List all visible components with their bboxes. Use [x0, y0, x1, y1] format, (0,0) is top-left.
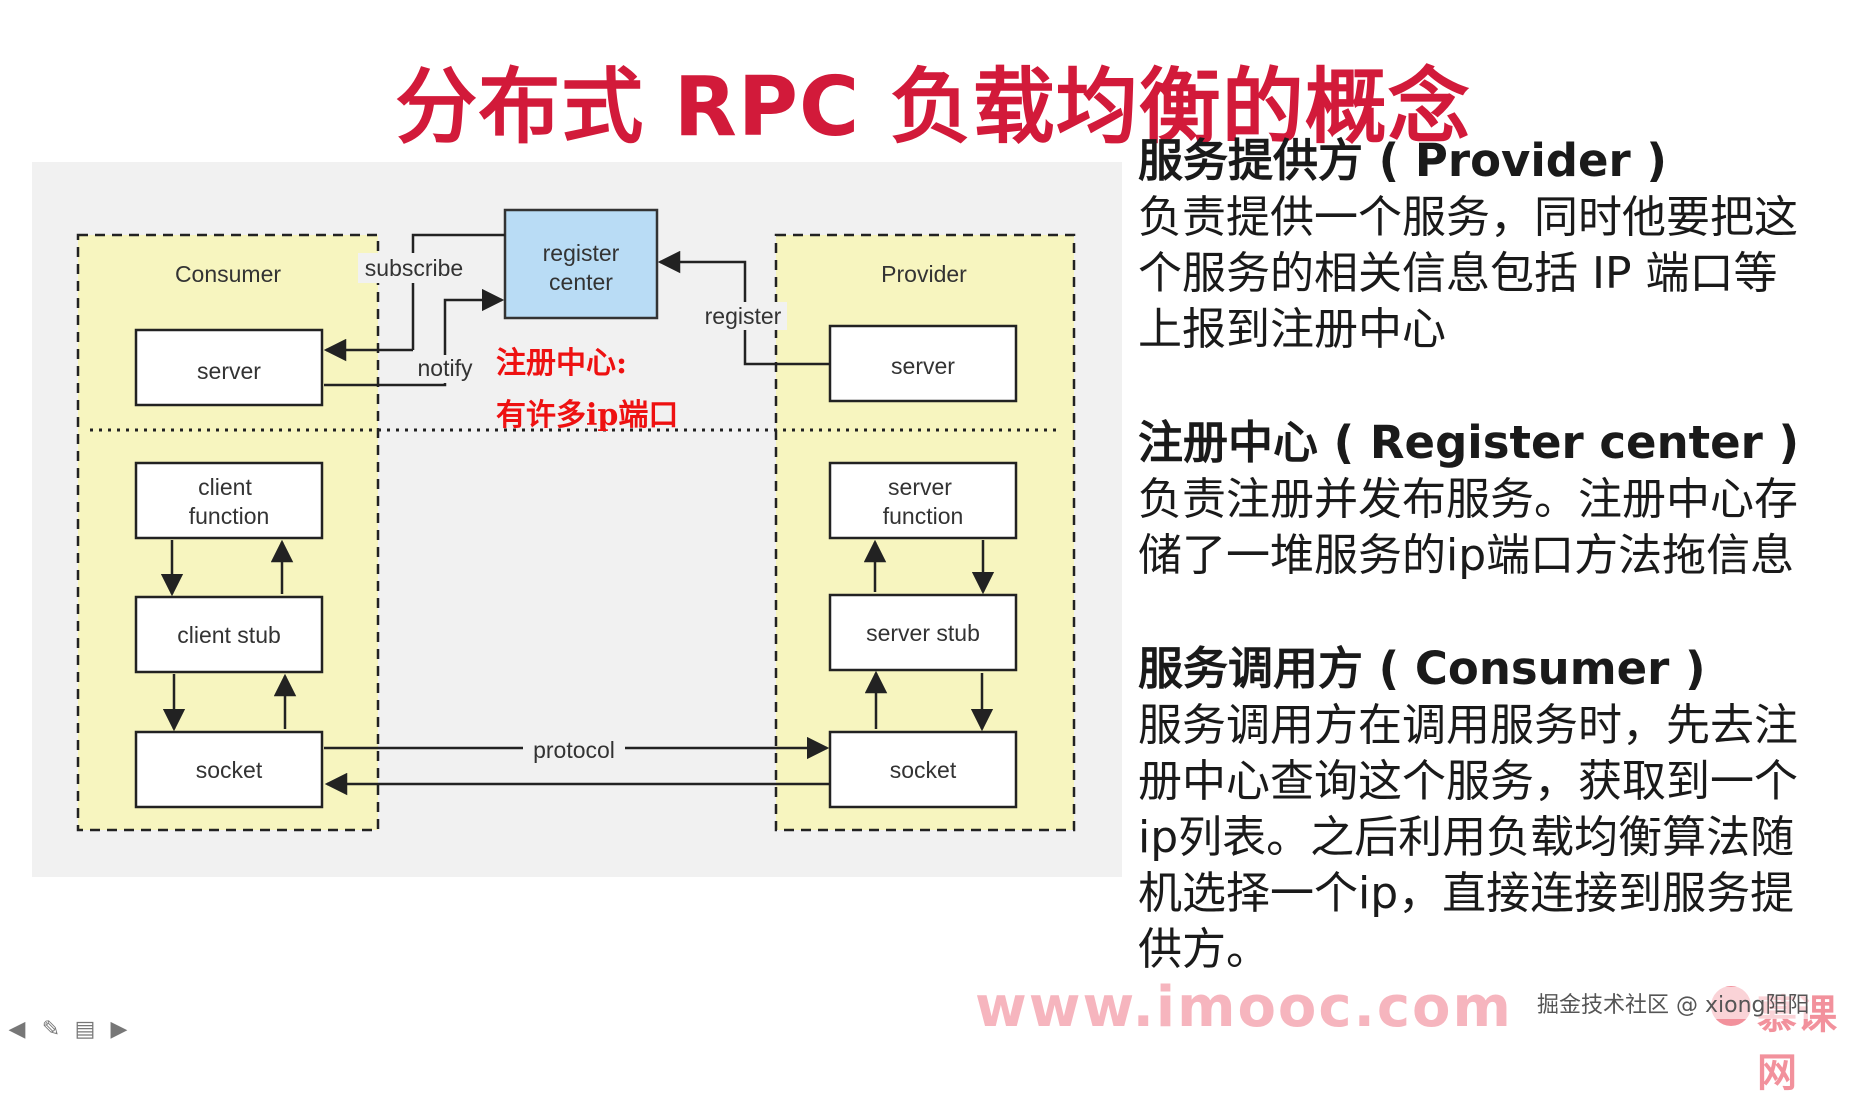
text-panel: 服务提供方 ( Provider ) 负责提供一个服务，同时他要把这个服务的相关… — [1138, 132, 1858, 1034]
register-center-box — [503, 208, 659, 320]
server-function-label-1: server — [888, 474, 952, 500]
provider-server-box — [828, 324, 1018, 403]
client-function-label-1: client — [198, 474, 252, 500]
pen-icon[interactable]: ✎ — [41, 1017, 61, 1042]
annotation-line-1: 注册中心: — [496, 346, 627, 381]
register-center-section: 注册中心 ( Register center ) 负责注册并发布服务。注册中心存… — [1138, 414, 1858, 584]
slide-toolbar: ◀ ✎ ▤ ▶ — [4, 1016, 132, 1044]
server-stub-label: server stub — [866, 620, 980, 646]
slide-title: 分布式 RPC 负载均衡的概念 — [395, 60, 1471, 155]
provider-body: 负责提供一个服务，同时他要把这个服务的相关信息包括 IP 端口等上报到注册中心 — [1138, 192, 1798, 355]
register-center-label-1: register — [543, 240, 620, 266]
provider-heading: 服务提供方 ( Provider ) — [1138, 134, 1667, 187]
consumer-server-box — [134, 328, 324, 407]
consumer-section: 服务调用方 ( Consumer ) 服务调用方在调用服务时，先去注册中心查询这… — [1138, 640, 1858, 978]
annotation-line-2: 有许多ip端口 — [496, 398, 678, 433]
consumer-label: Consumer — [175, 261, 281, 287]
consumer-heading: 服务调用方 ( Consumer ) — [1138, 642, 1706, 695]
notify-path — [324, 288, 505, 387]
watermark-url: www.imooc.com — [975, 975, 1513, 1040]
subscribe-label: subscribe — [365, 255, 463, 281]
menu-icon[interactable]: ▤ — [74, 1017, 96, 1042]
rpc-architecture-diagram: register center Consumer Provider server… — [76, 208, 1076, 832]
provider-label: Provider — [881, 261, 967, 287]
consumer-socket-box — [134, 730, 324, 809]
register-center-heading: 注册中心 ( Register center ) — [1138, 416, 1800, 469]
consumer-server-label: server — [197, 358, 261, 384]
client-function-label-2: function — [189, 503, 270, 529]
server-function-label-2: function — [883, 503, 964, 529]
arrow-right-icon[interactable]: ▶ — [110, 1017, 128, 1042]
subscribe-path — [411, 233, 505, 350]
provider-socket-box — [828, 730, 1018, 809]
watermark-credit: 掘金技术社区 @ xiong阳阳 — [1537, 987, 1810, 1019]
register-center-body: 负责注册并发布服务。注册中心存储了一堆服务的ip端口方法拖信息 — [1138, 474, 1798, 581]
arrow-left-icon[interactable]: ◀ — [8, 1017, 26, 1042]
provider-socket-label: socket — [890, 757, 957, 783]
client-stub-label: client stub — [177, 622, 281, 648]
provider-section: 服务提供方 ( Provider ) 负责提供一个服务，同时他要把这个服务的相关… — [1138, 132, 1858, 358]
register-center-label-2: center — [549, 269, 613, 295]
client-function-box — [134, 461, 324, 540]
server-stub-box — [828, 593, 1018, 672]
consumer-body: 服务调用方在调用服务时，先去注册中心查询这个服务，获取到一个ip列表。之后利用负… — [1138, 700, 1798, 975]
protocol-label: protocol — [533, 737, 615, 763]
register-label: register — [705, 303, 782, 329]
client-stub-box — [134, 595, 324, 674]
consumer-socket-label: socket — [196, 757, 263, 783]
server-function-box — [828, 461, 1018, 540]
provider-server-label: server — [891, 353, 955, 379]
notify-label: notify — [418, 355, 473, 381]
